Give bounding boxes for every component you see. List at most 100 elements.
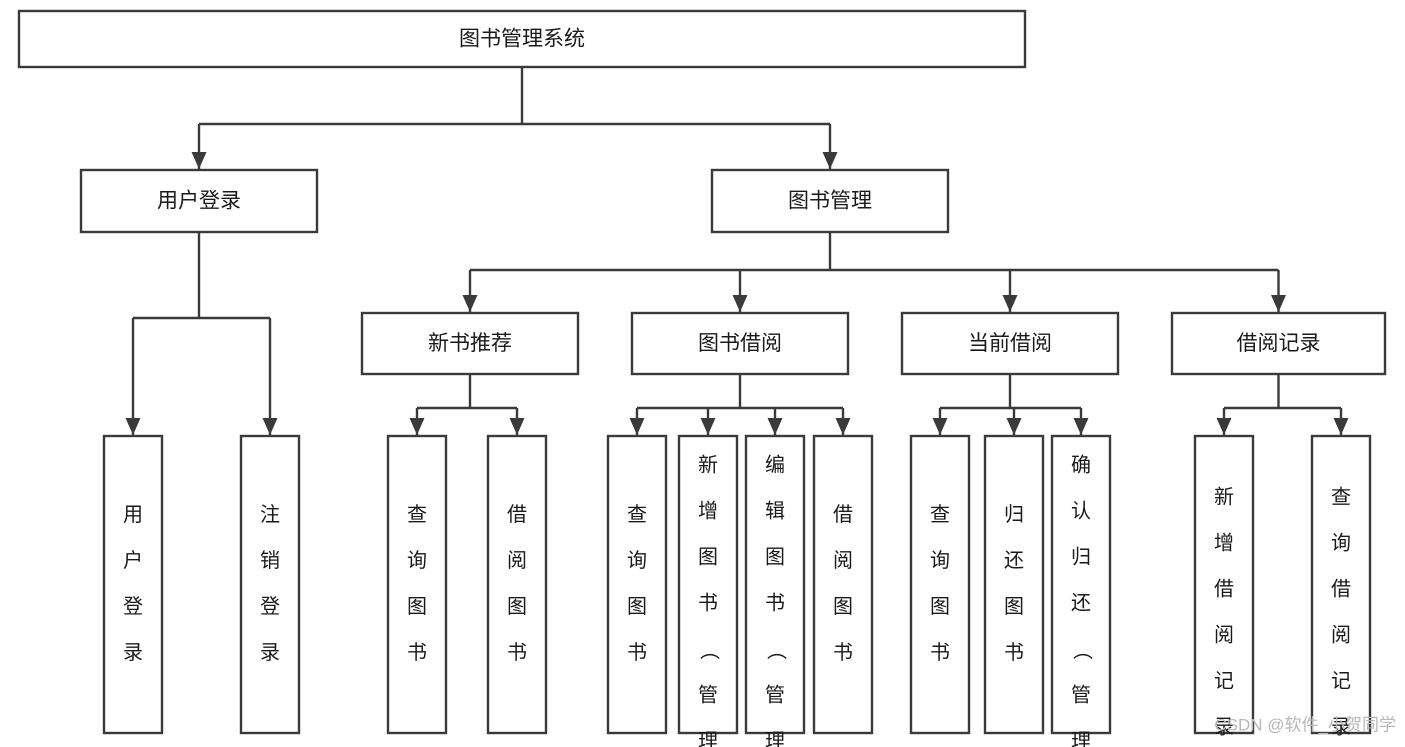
node-box-leaf-add-book[interactable] (677, 434, 739, 735)
node-borrow-record[interactable]: 借阅记录 (1170, 311, 1387, 376)
node-label-char: （ (765, 640, 788, 660)
node-label-char: 阅 (833, 549, 853, 572)
node-label-char: 查 (930, 503, 950, 526)
node-label-char: 图 (765, 546, 785, 568)
arrow-head-leaf-borrow-book-1 (509, 418, 525, 435)
node-user-login[interactable]: 用户登录 (79, 168, 319, 234)
arrow-head-leaf-return-book (1006, 418, 1022, 435)
node-label-char: 增 (698, 499, 718, 522)
node-label-char: 阅 (507, 549, 527, 572)
node-box-leaf-confirm-return[interactable] (1050, 434, 1112, 735)
node-label-char: 借 (507, 503, 527, 526)
node-label-char: 书 (507, 641, 527, 664)
node-label-char: 增 (1214, 531, 1234, 554)
node-label-char: 记 (1331, 669, 1351, 692)
arrow-head-leaf-add-book (700, 418, 716, 435)
node-box-current-borrow[interactable] (900, 311, 1120, 376)
arrow-head-current-borrow (1002, 295, 1018, 312)
node-label-new-book-recommend: 新书推荐 (428, 332, 512, 355)
node-box-leaf-logout[interactable] (239, 434, 301, 735)
node-book-management[interactable]: 图书管理 (710, 168, 950, 234)
node-label-char: 管 (698, 683, 718, 706)
node-label-char: 新 (1214, 485, 1234, 508)
arrow-head-leaf-edit-book (767, 418, 783, 435)
node-label-char: 图 (833, 596, 853, 618)
node-label-root: 图书管理系统 (459, 28, 585, 51)
node-label-char: 阅 (1214, 623, 1234, 646)
arrow-head-leaf-confirm-return (1073, 418, 1089, 435)
node-label-char: 录 (1331, 716, 1351, 738)
node-label-char: 询 (627, 549, 647, 572)
node-label-char: 管 (1071, 683, 1091, 706)
node-label-char: 图 (407, 596, 427, 618)
arrow-head-leaf-query-book-3 (932, 418, 948, 435)
arrow-head-leaf-query-book-2 (629, 418, 645, 435)
node-label-char: 户 (123, 549, 143, 572)
node-box-leaf-query-borrow-record[interactable] (1310, 434, 1372, 735)
node-book-borrow[interactable]: 图书借阅 (630, 311, 850, 376)
node-label-char: 图 (507, 596, 527, 618)
node-label-user-login: 用户登录 (157, 190, 241, 213)
node-box-book-management[interactable] (710, 168, 950, 234)
arrow-head-borrow-record (1271, 295, 1286, 312)
node-box-leaf-query-book-1[interactable] (386, 434, 448, 735)
node-box-leaf-borrow-book-2[interactable] (812, 434, 874, 735)
node-label-char: 还 (1004, 549, 1024, 572)
node-label-char: 书 (698, 591, 718, 614)
node-label-char: 录 (1214, 716, 1234, 738)
arrow-head-leaf-user-login (125, 418, 141, 435)
node-box-book-borrow[interactable] (630, 311, 850, 376)
arrow-head-leaf-logout (262, 418, 278, 435)
node-box-leaf-edit-book[interactable] (744, 434, 806, 735)
node-label-char: 书 (930, 641, 950, 664)
node-label-char: 询 (407, 549, 427, 572)
arrow-head-leaf-query-book-1 (409, 418, 425, 435)
node-label-book-borrow: 图书借阅 (698, 332, 782, 355)
arrow-head-user-login (191, 152, 207, 169)
node-label-char: 图 (930, 596, 950, 618)
node-label-char: 图 (627, 596, 647, 618)
node-box-leaf-add-borrow-record[interactable] (1193, 434, 1255, 735)
node-box-leaf-return-book[interactable] (983, 434, 1045, 735)
node-new-book-recommend[interactable]: 新书推荐 (360, 311, 580, 376)
node-label-char: 录 (123, 642, 143, 664)
node-box-leaf-user-login[interactable] (102, 434, 164, 735)
arrow-head-leaf-query-borrow-record (1333, 418, 1349, 435)
node-label-char: 借 (833, 503, 853, 526)
node-label-char: 书 (407, 641, 427, 664)
node-current-borrow[interactable]: 当前借阅 (900, 311, 1120, 376)
node-label-char: 用 (123, 504, 143, 526)
node-label-char: 借 (1331, 577, 1351, 600)
node-box-leaf-borrow-book-1[interactable] (486, 434, 548, 735)
node-box-user-login[interactable] (79, 168, 319, 234)
node-label-char: 查 (627, 503, 647, 526)
node-label-char: 理 (698, 730, 718, 747)
node-box-new-book-recommend[interactable] (360, 311, 580, 376)
node-label-char: 还 (1071, 591, 1091, 614)
node-box-borrow-record[interactable] (1170, 311, 1387, 376)
node-label-char: 管 (765, 683, 785, 706)
node-box-leaf-query-book-2[interactable] (606, 434, 668, 735)
node-box-leaf-query-book-3[interactable] (909, 434, 971, 735)
arrow-head-leaf-add-borrow-record (1216, 418, 1232, 435)
arrow-head-new-book-recommend (462, 295, 478, 312)
node-box-root[interactable] (17, 9, 1027, 69)
node-leaf-user-login[interactable]: 用户登录 (102, 434, 164, 735)
arrow-head-book-management (822, 152, 838, 169)
node-root-system[interactable]: 图书管理系统 (17, 9, 1027, 69)
nodes-layer: 图书管理系统用户登录图书管理新书推荐图书借阅当前借阅借阅记录用户登录注销登录查询… (17, 9, 1387, 747)
node-label-char: 注 (260, 503, 280, 526)
